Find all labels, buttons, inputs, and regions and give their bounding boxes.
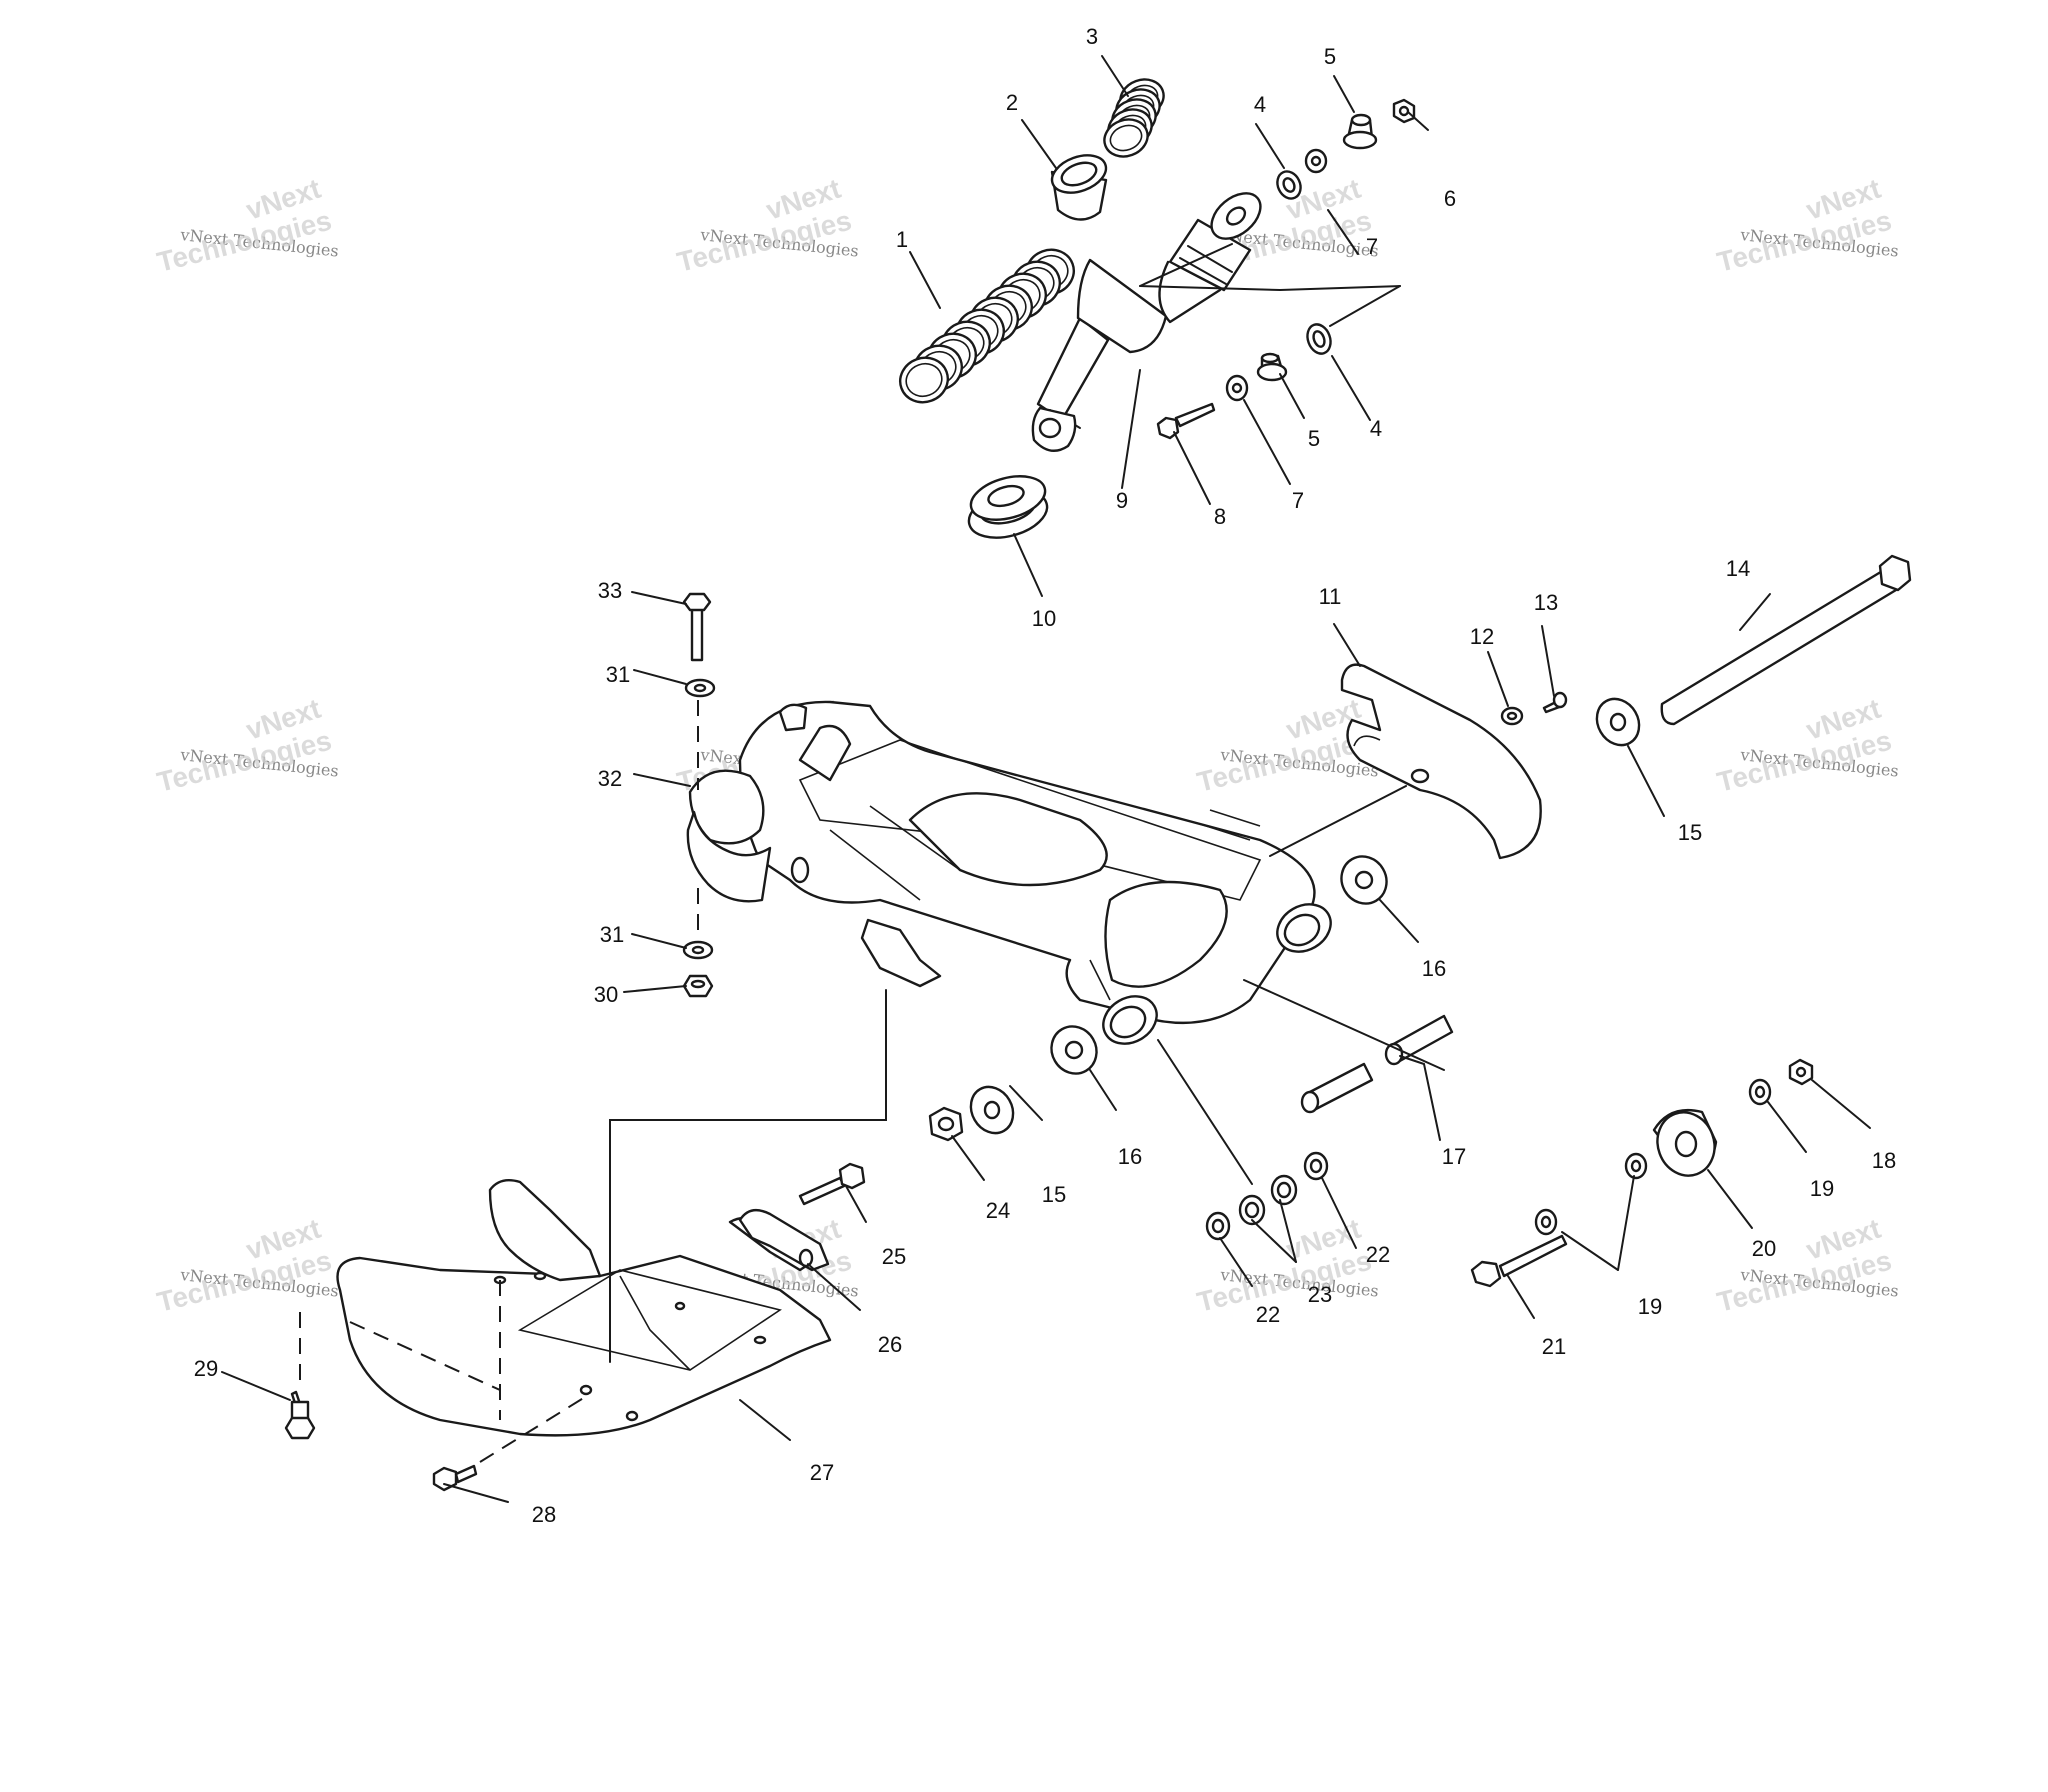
spring-small-icon xyxy=(1103,78,1165,158)
callout-18: 18 xyxy=(1872,1148,1896,1173)
watermark-text: Technologies xyxy=(154,725,335,798)
callout-7: 7 xyxy=(1292,488,1304,513)
bolt-icon xyxy=(1156,402,1216,440)
callout-1: 1 xyxy=(896,227,908,252)
callout-15: 15 xyxy=(1678,820,1702,845)
callout-24: 24 xyxy=(986,1198,1010,1223)
callout-29: 29 xyxy=(194,1356,218,1381)
spring-adjuster-icon xyxy=(967,475,1049,539)
callout-27: 27 xyxy=(810,1460,834,1485)
washer-icon xyxy=(1500,706,1524,726)
washer-icon xyxy=(1306,323,1332,355)
washer-icon xyxy=(1534,1078,1772,1236)
watermark-text: Technologies xyxy=(154,1245,335,1318)
nut-icon xyxy=(928,1106,964,1142)
callout-6: 6 xyxy=(1444,186,1456,211)
callout-4: 4 xyxy=(1254,92,1266,117)
callout-23: 23 xyxy=(1308,1282,1332,1307)
washer-icon xyxy=(1304,148,1328,174)
bushing-icon xyxy=(1256,352,1288,382)
callout-16: 16 xyxy=(1118,1144,1142,1169)
callout-31: 31 xyxy=(600,922,624,947)
roller-icon xyxy=(1652,1108,1718,1177)
callout-22: 22 xyxy=(1366,1242,1390,1267)
watermark-text: Technologies xyxy=(1194,1245,1375,1318)
watermark-text: Technologies xyxy=(1714,1245,1895,1318)
nut-icon xyxy=(1788,1058,1814,1086)
callout-26: 26 xyxy=(878,1332,902,1357)
bolt-icon xyxy=(290,1390,478,1492)
washer-icon xyxy=(1225,374,1249,402)
bushing-icon xyxy=(1342,113,1378,150)
callout-17: 17 xyxy=(1442,1144,1466,1169)
callout-14: 14 xyxy=(1726,556,1750,581)
callout-19: 19 xyxy=(1810,1176,1834,1201)
washer-icon xyxy=(1205,1151,1329,1241)
callout-16: 16 xyxy=(1422,956,1446,981)
callout-11: 11 xyxy=(1319,584,1342,609)
washer-icon xyxy=(969,1085,1015,1135)
dust-seal-icon xyxy=(1340,855,1388,905)
watermark-text: Technologies xyxy=(674,205,855,278)
spring-retainer-icon xyxy=(1050,154,1108,221)
callout-12: 12 xyxy=(1470,624,1494,649)
callout-28: 28 xyxy=(532,1502,556,1527)
callout-7: 7 xyxy=(1366,234,1378,259)
bolt-icon xyxy=(1470,1234,1568,1288)
bushing-icon xyxy=(1238,1174,1298,1226)
spring-large-icon xyxy=(899,248,1075,404)
bolt-icon xyxy=(284,1400,316,1440)
shock-absorber-icon xyxy=(1031,192,1262,452)
swingarm-icon xyxy=(686,700,1332,1045)
callout-5: 5 xyxy=(1324,44,1336,69)
callout-21: 21 xyxy=(1542,1334,1566,1359)
callout-32: 32 xyxy=(598,766,622,791)
washer-icon xyxy=(1595,697,1641,747)
bracket-icon xyxy=(738,1208,830,1272)
washer-icon xyxy=(1276,170,1302,200)
callout-33: 33 xyxy=(598,578,622,603)
callout-10: 10 xyxy=(1032,606,1056,631)
nut-icon xyxy=(1392,98,1416,124)
callout-3: 3 xyxy=(1086,24,1098,49)
callout-9: 9 xyxy=(1116,488,1128,513)
callout-2: 2 xyxy=(1006,90,1018,115)
pivot-bushing-icon xyxy=(1300,1014,1454,1114)
watermark-text: Technologies xyxy=(1714,725,1895,798)
callout-13: 13 xyxy=(1534,590,1558,615)
bolt-icon xyxy=(682,592,712,662)
callout-22: 22 xyxy=(1256,1302,1280,1327)
callout-5: 5 xyxy=(1308,426,1320,451)
callout-19: 19 xyxy=(1638,1294,1662,1319)
callout-4: 4 xyxy=(1370,416,1382,441)
callout-31: 31 xyxy=(606,662,630,687)
watermark-text: Technologies xyxy=(1714,205,1895,278)
chain-guide-icon xyxy=(1340,663,1542,860)
callout-25: 25 xyxy=(882,1244,906,1269)
bolt-icon xyxy=(798,1162,866,1206)
screw-icon xyxy=(1542,691,1568,714)
callout-20: 20 xyxy=(1752,1236,1776,1261)
callout-30: 30 xyxy=(594,982,618,1007)
leader-lines xyxy=(221,55,1871,1503)
watermark-text: Technologies xyxy=(154,205,335,278)
pivot-bolt-icon xyxy=(1660,554,1912,726)
callout-15: 15 xyxy=(1042,1182,1066,1207)
callout-8: 8 xyxy=(1214,504,1226,529)
nut-icon xyxy=(682,974,714,998)
washer-icon xyxy=(682,678,716,960)
dust-seal-icon xyxy=(1050,1025,1098,1075)
